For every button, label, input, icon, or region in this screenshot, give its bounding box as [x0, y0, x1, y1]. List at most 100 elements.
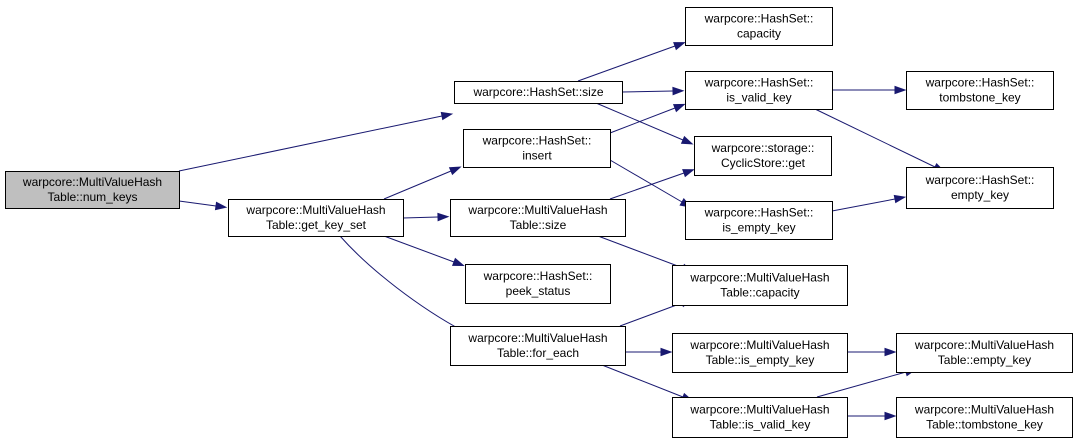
arrowhead-icon — [893, 194, 907, 204]
node-box — [450, 326, 626, 366]
node-hs_peek_status[interactable]: warpcore::HashSet::peek_status — [465, 264, 611, 304]
node-label-line: warpcore::HashSet::size — [472, 85, 603, 99]
node-label-line: warpcore::MultiValueHash — [22, 175, 162, 189]
node-box — [685, 71, 833, 110]
edge-line — [609, 172, 685, 200]
edge-hs_is_empty_key-to-hs_empty_key — [831, 194, 907, 212]
node-mv_tombstone_key[interactable]: warpcore::MultiValueHashTable::tombstone… — [896, 397, 1073, 438]
node-label-line: peek_status — [506, 284, 571, 298]
edge-line — [619, 302, 683, 327]
node-hs_size[interactable]: warpcore::HashSet::size — [454, 81, 623, 104]
node-label-line: warpcore::MultiValueHash — [689, 403, 829, 417]
edge-line — [816, 371, 907, 398]
edge-line — [814, 108, 936, 168]
edge-line — [831, 198, 896, 212]
node-hs_empty_key[interactable]: warpcore::HashSet::empty_key — [906, 167, 1054, 209]
edge-hs_insert-to-hs_is_valid_key — [609, 103, 686, 134]
node-label-line: warpcore::MultiValueHash — [467, 331, 607, 345]
node-label-line: warpcore::HashSet:: — [925, 76, 1035, 90]
nodes-layer: warpcore::MultiValueHashTable::num_keysw… — [5, 7, 1073, 438]
edge-hs_size-to-hs_is_valid_key — [621, 86, 685, 96]
edge-mv_is_valid_key-to-mv_tombstone_key — [847, 411, 897, 421]
node-get_key_set[interactable]: warpcore::MultiValueHashTable::get_key_s… — [228, 199, 404, 237]
node-hs_is_empty_key[interactable]: warpcore::HashSet::is_empty_key — [685, 201, 833, 240]
arrowhead-icon — [214, 201, 228, 211]
arrowhead-icon — [884, 411, 897, 421]
node-label-line: Table::tombstone_key — [926, 418, 1043, 432]
node-box — [685, 201, 833, 240]
edge-get_key_set-to-hs_peek_status — [383, 235, 465, 267]
node-box — [228, 199, 404, 237]
node-label-line: empty_key — [951, 188, 1009, 202]
node-hs_capacity[interactable]: warpcore::HashSet::capacity — [685, 7, 833, 46]
edge-mv_is_empty_key-to-mv_empty_key — [847, 347, 897, 357]
edge-line — [577, 45, 676, 82]
edge-get_key_set-to-mv_size — [402, 212, 450, 222]
edge-line — [178, 115, 443, 172]
node-label-line: warpcore::MultiValueHash — [914, 403, 1054, 417]
edge-get_key_set-to-mv_for_each — [339, 235, 474, 337]
node-box — [896, 397, 1073, 438]
edge-line — [601, 364, 684, 398]
node-mv_is_valid_key[interactable]: warpcore::MultiValueHashTable::is_valid_… — [672, 397, 848, 438]
node-label-line: warpcore::HashSet:: — [704, 12, 814, 26]
edge-line — [609, 107, 676, 134]
arrowhead-icon — [440, 111, 454, 121]
node-label-line: insert — [522, 149, 552, 163]
arrowhead-icon — [680, 135, 694, 145]
node-label-line: Table::is_valid_key — [710, 418, 811, 432]
node-label-line: warpcore::HashSet:: — [925, 173, 1035, 187]
node-label-line: warpcore::storage:: — [711, 141, 815, 155]
node-box — [672, 333, 848, 373]
node-box — [694, 136, 832, 176]
edge-line — [178, 200, 217, 207]
node-label-line: warpcore::MultiValueHash — [689, 271, 829, 285]
node-label-line: Table::get_key_set — [266, 218, 367, 232]
node-hs_insert[interactable]: warpcore::HashSet::insert — [463, 129, 611, 168]
node-mv_is_empty_key[interactable]: warpcore::MultiValueHashTable::is_empty_… — [672, 333, 848, 373]
node-box — [896, 333, 1073, 373]
arrowhead-icon — [682, 169, 695, 178]
node-label-line: warpcore::MultiValueHash — [245, 203, 385, 217]
edge-line — [621, 90, 674, 93]
node-box — [5, 171, 180, 209]
edge-mv_size-to-cs_get — [609, 169, 695, 200]
node-label-line: warpcore::HashSet:: — [482, 134, 592, 148]
node-label-line: Table::capacity — [720, 286, 799, 300]
node-box — [906, 167, 1054, 209]
node-box — [672, 265, 848, 306]
edge-line — [597, 235, 684, 269]
arrowhead-icon — [448, 166, 462, 176]
node-hs_is_valid_key[interactable]: warpcore::HashSet::is_valid_key — [685, 71, 833, 110]
node-label-line: Table::empty_key — [938, 353, 1031, 367]
node-box — [672, 397, 848, 438]
node-hs_tombstone_key[interactable]: warpcore::HashSet::tombstone_key — [906, 71, 1054, 110]
node-box — [685, 7, 833, 46]
node-label-line: warpcore::MultiValueHash — [914, 338, 1054, 352]
node-cs_get[interactable]: warpcore::storage::CyclicStore::get — [694, 136, 832, 176]
edge-num_keys-to-hs_size — [178, 111, 454, 172]
node-box — [463, 129, 611, 168]
edge-line — [339, 235, 464, 332]
node-label-line: is_valid_key — [726, 91, 791, 105]
edge-line — [383, 170, 452, 200]
edge-hs_is_valid_key-to-hs_empty_key — [814, 108, 946, 173]
edge-hs_is_valid_key-to-hs_tombstone_key — [832, 85, 907, 95]
node-label-line: Table::is_empty_key — [706, 353, 815, 367]
node-label-line: CyclicStore::get — [721, 156, 806, 170]
edge-get_key_set-to-hs_insert — [383, 166, 462, 200]
node-label-line: warpcore::MultiValueHash — [467, 203, 607, 217]
arrowhead-icon — [884, 347, 897, 357]
arrowhead-icon — [437, 212, 450, 222]
arrowhead-icon — [672, 86, 685, 96]
arrowhead-icon — [660, 347, 673, 357]
node-label-line: warpcore::HashSet:: — [704, 76, 814, 90]
edge-num_keys-to-get_key_set — [178, 200, 228, 211]
node-box — [454, 81, 623, 104]
edge-mv_for_each-to-mv_is_empty_key — [625, 347, 673, 357]
